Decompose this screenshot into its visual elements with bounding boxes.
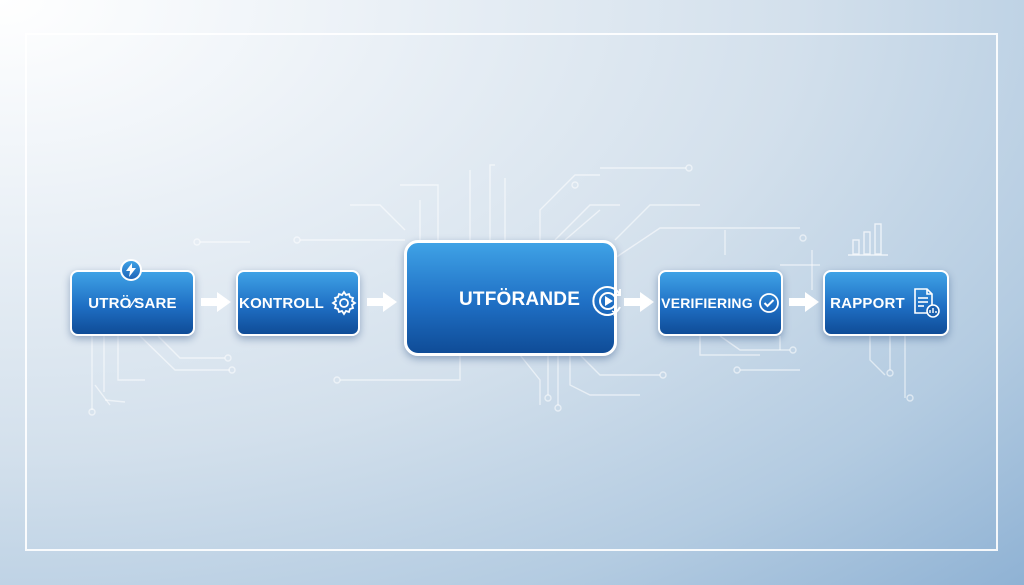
arrow-right-icon — [624, 292, 654, 312]
step-label: UTRÖ⁄SARE — [88, 294, 177, 312]
step-box-rapport: RAPPORT — [823, 270, 949, 336]
step-label: KONTROLL — [239, 294, 324, 312]
step-box-kontroll: KONTROLL — [236, 270, 360, 336]
step-box-utrosare: UTRÖ⁄SARE — [70, 270, 195, 336]
play-cycle-icon — [590, 283, 626, 319]
step-box-verifiering: VERIFIERING — [658, 270, 783, 336]
lightning-icon — [120, 259, 142, 281]
step-label: VERIFIERING — [661, 295, 753, 311]
step-label: RAPPORT — [830, 294, 905, 312]
arrow-right-icon — [201, 292, 231, 312]
arrow-right-icon — [367, 292, 397, 312]
arrow-right-icon — [789, 292, 819, 312]
diagram-frame — [25, 33, 998, 551]
document-report-icon — [912, 287, 942, 319]
gear-icon — [331, 290, 357, 316]
checkmark-circle-icon — [758, 292, 780, 314]
step-box-utforande: UTFÖRANDE — [404, 240, 622, 356]
step-label: UTFÖRANDE — [459, 289, 581, 310]
